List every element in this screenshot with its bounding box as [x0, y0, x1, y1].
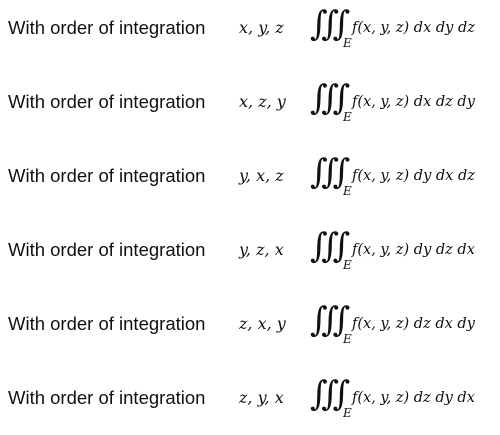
integration-region: E: [343, 36, 352, 50]
order-variables: x, z, y: [239, 92, 286, 111]
integrand-expression: f(x, y, z) dx dz dy: [352, 94, 475, 110]
triple-integral-symbol: ∭: [310, 226, 350, 266]
integration-region: E: [343, 406, 352, 420]
row-label: With order of integration: [8, 165, 206, 186]
integration-order-row: With order of integration x, z, y ∭ E f(…: [0, 74, 500, 134]
order-variables: x, y, z: [239, 18, 284, 37]
integration-order-row: With order of integration y, x, z ∭ E f(…: [0, 148, 500, 208]
integrand-expression: f(x, y, z) dx dy dz: [352, 20, 475, 36]
integration-order-row: With order of integration y, z, x ∭ E f(…: [0, 222, 500, 282]
integration-order-row: With order of integration z, y, x ∭ E f(…: [0, 370, 500, 430]
row-label: With order of integration: [8, 91, 206, 112]
row-label: With order of integration: [8, 387, 206, 408]
integration-region: E: [343, 110, 352, 124]
order-variables: z, y, x: [239, 388, 284, 407]
order-variables: y, z, x: [239, 240, 284, 259]
integration-order-row: With order of integration z, x, y ∭ E f(…: [0, 296, 500, 356]
integration-order-row: With order of integration x, y, z ∭ E f(…: [0, 0, 500, 60]
triple-integral-symbol: ∭: [310, 374, 350, 414]
row-label: With order of integration: [8, 239, 206, 260]
integrand-expression: f(x, y, z) dz dx dy: [352, 316, 475, 332]
triple-integral-symbol: ∭: [310, 300, 350, 340]
order-variables: z, x, y: [239, 314, 286, 333]
integrand-expression: f(x, y, z) dy dz dx: [352, 242, 475, 258]
triple-integral-symbol: ∭: [310, 4, 350, 44]
integration-region: E: [343, 258, 352, 272]
integrand-expression: f(x, y, z) dy dx dz: [352, 168, 475, 184]
row-label: With order of integration: [8, 313, 206, 334]
order-variables: y, x, z: [239, 166, 284, 185]
integrand-expression: f(x, y, z) dz dy dx: [352, 390, 475, 406]
triple-integral-symbol: ∭: [310, 78, 350, 118]
integration-region: E: [343, 332, 352, 346]
triple-integral-symbol: ∭: [310, 152, 350, 192]
integration-region: E: [343, 184, 352, 198]
row-label: With order of integration: [8, 17, 206, 38]
